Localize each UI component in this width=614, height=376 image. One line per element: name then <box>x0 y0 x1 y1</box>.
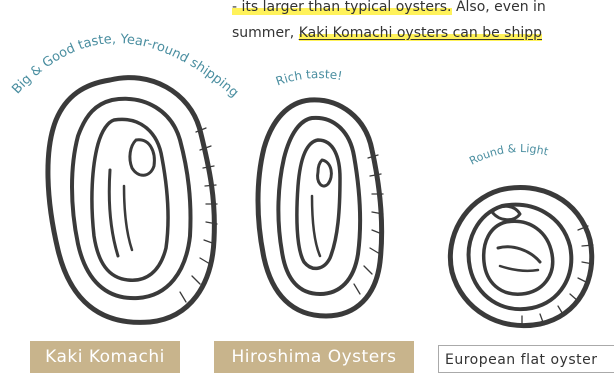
european-flat-oyster-label: European flat oyster <box>438 345 614 373</box>
european-flat-oyster-shell-icon <box>450 187 593 327</box>
kaki-komachi-label: Kaki Komachi <box>30 341 180 373</box>
european-caption: Round & Light <box>467 142 550 168</box>
kaki-caption: Big & Good taste, Year-round shipping <box>9 32 241 101</box>
hiroshima-oyster-shell-icon <box>258 100 383 316</box>
hiroshima-oysters-label: Hiroshima Oysters <box>214 341 414 373</box>
kaki-komachi-shell-icon <box>48 78 217 323</box>
hiroshima-caption: Rich taste! <box>274 67 343 89</box>
